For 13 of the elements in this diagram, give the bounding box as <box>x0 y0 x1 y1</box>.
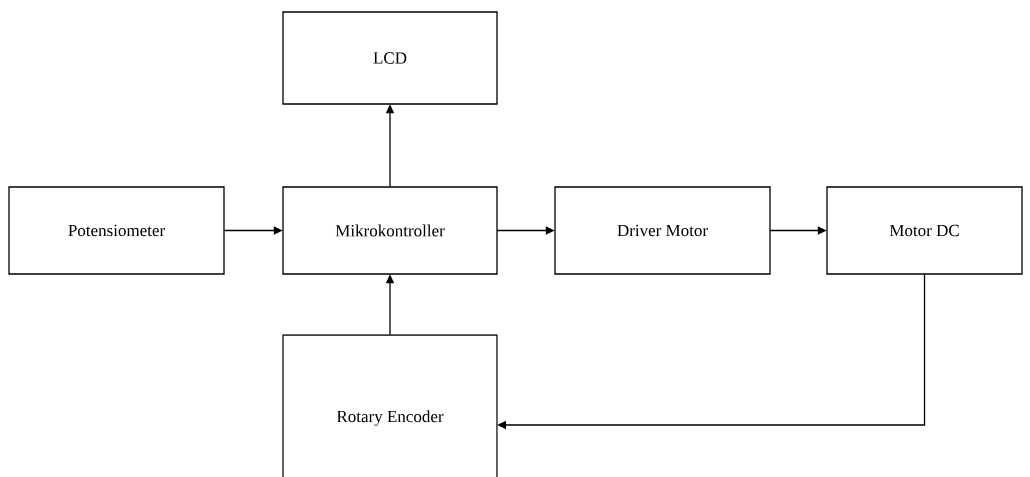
process-box <box>282 186 498 275</box>
box-label: LCD <box>373 52 407 64</box>
box-label: Rotary Encoder <box>336 410 444 426</box>
process-box <box>826 186 1023 275</box>
arrow <box>497 273 926 430</box>
box-label: Motor DC <box>889 224 959 237</box>
box-label: Driver Motor <box>617 224 708 237</box>
process-box <box>282 334 498 477</box>
box-label: Potensiometer <box>68 224 165 237</box>
process-box <box>554 186 771 275</box>
box-label: Mikrokontroller <box>335 224 445 237</box>
process-box <box>282 11 498 105</box>
process-box <box>8 186 225 275</box>
